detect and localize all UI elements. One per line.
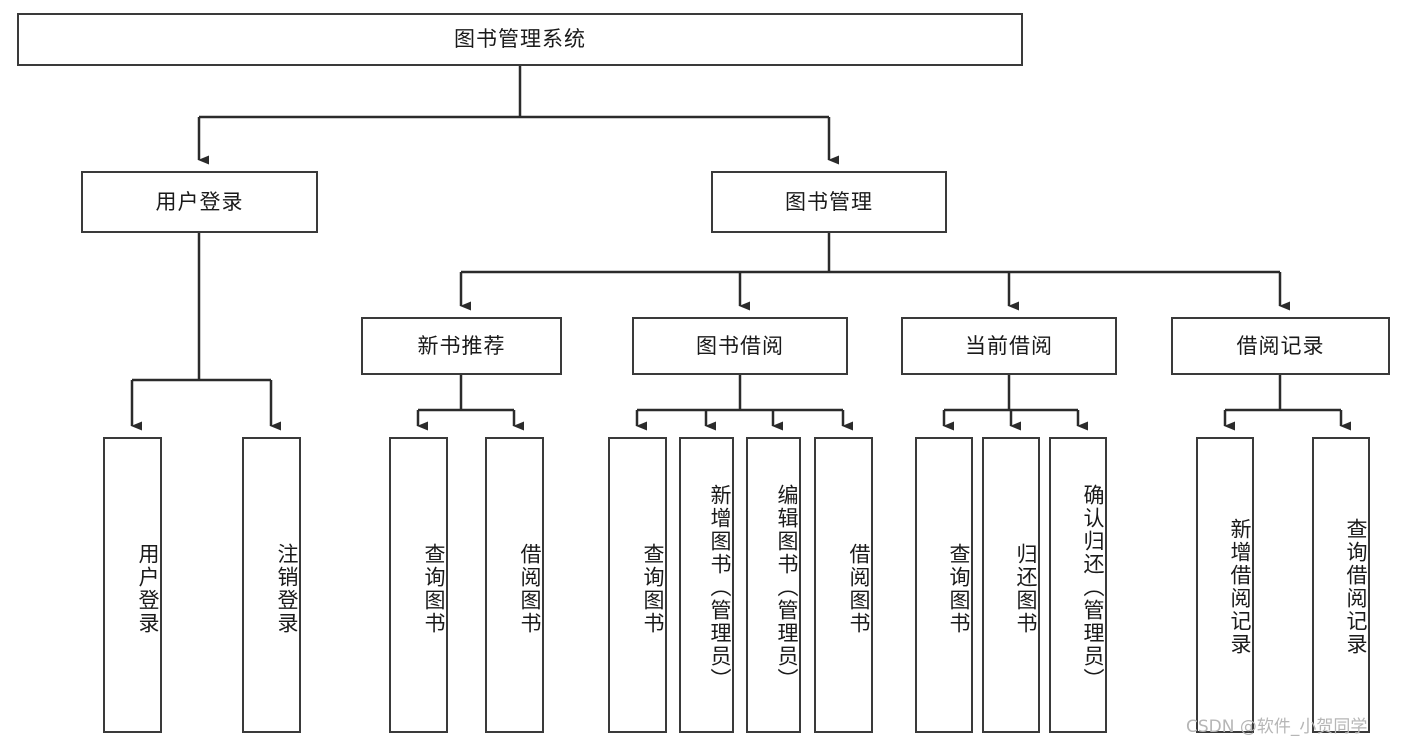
node-new-book-recommend[interactable]: 新书推荐 bbox=[361, 317, 562, 375]
node-book-borrow-label: 图书借阅 bbox=[696, 333, 784, 358]
node-borrow-record[interactable]: 借阅记录 bbox=[1171, 317, 1390, 375]
node-root-label: 图书管理系统 bbox=[454, 27, 586, 52]
node-book-management-label: 图书管理 bbox=[785, 189, 873, 214]
node-leaf-add-book-label: 新增图书（管理员） bbox=[708, 483, 732, 691]
node-leaf-edit-book-label: 编辑图书（管理员） bbox=[775, 483, 799, 691]
node-leaf-user-login-label: 用户登录 bbox=[136, 543, 160, 635]
node-leaf-borrow-book-recommend[interactable]: 借阅图书 bbox=[485, 437, 544, 733]
node-leaf-query-book-borrow[interactable]: 查询图书 bbox=[608, 437, 667, 733]
node-user-login-label: 用户登录 bbox=[155, 189, 244, 214]
node-leaf-user-login[interactable]: 用户登录 bbox=[103, 437, 162, 733]
node-leaf-logout-login-label: 注销登录 bbox=[275, 543, 299, 635]
node-leaf-return-book[interactable]: 归还图书 bbox=[982, 437, 1040, 733]
node-leaf-add-borrow-record-label: 新增借阅记录 bbox=[1228, 518, 1252, 656]
node-leaf-add-book[interactable]: 新增图书（管理员） bbox=[679, 437, 734, 733]
node-user-login[interactable]: 用户登录 bbox=[81, 171, 318, 233]
node-leaf-return-book-label: 归还图书 bbox=[1014, 543, 1038, 635]
node-leaf-edit-book[interactable]: 编辑图书（管理员） bbox=[746, 437, 801, 733]
node-root[interactable]: 图书管理系统 bbox=[17, 13, 1023, 66]
node-leaf-borrow-book[interactable]: 借阅图书 bbox=[814, 437, 873, 733]
node-leaf-query-book-recommend-label: 查询图书 bbox=[422, 543, 446, 635]
node-book-borrow[interactable]: 图书借阅 bbox=[632, 317, 848, 375]
csdn-watermark: CSDN @软件_小贺同学 bbox=[1186, 717, 1368, 737]
node-borrow-record-label: 借阅记录 bbox=[1236, 333, 1325, 358]
node-leaf-borrow-book-recommend-label: 借阅图书 bbox=[518, 543, 542, 635]
node-leaf-add-borrow-record[interactable]: 新增借阅记录 bbox=[1196, 437, 1254, 733]
node-book-management[interactable]: 图书管理 bbox=[711, 171, 947, 233]
node-leaf-query-borrow-record[interactable]: 查询借阅记录 bbox=[1312, 437, 1370, 733]
node-leaf-confirm-return-label: 确认归还（管理员） bbox=[1081, 483, 1105, 691]
node-current-borrow-label: 当前借阅 bbox=[965, 333, 1053, 358]
node-leaf-query-borrow-record-label: 查询借阅记录 bbox=[1344, 518, 1368, 656]
node-current-borrow[interactable]: 当前借阅 bbox=[901, 317, 1117, 375]
node-leaf-borrow-book-label: 借阅图书 bbox=[847, 543, 871, 635]
node-new-book-recommend-label: 新书推荐 bbox=[417, 333, 506, 358]
node-leaf-query-book-recommend[interactable]: 查询图书 bbox=[389, 437, 448, 733]
node-leaf-query-book-current-label: 查询图书 bbox=[947, 543, 971, 635]
node-leaf-logout-login[interactable]: 注销登录 bbox=[242, 437, 301, 733]
node-leaf-query-book-borrow-label: 查询图书 bbox=[641, 543, 665, 635]
node-leaf-confirm-return[interactable]: 确认归还（管理员） bbox=[1049, 437, 1107, 733]
node-leaf-query-book-current[interactable]: 查询图书 bbox=[915, 437, 973, 733]
